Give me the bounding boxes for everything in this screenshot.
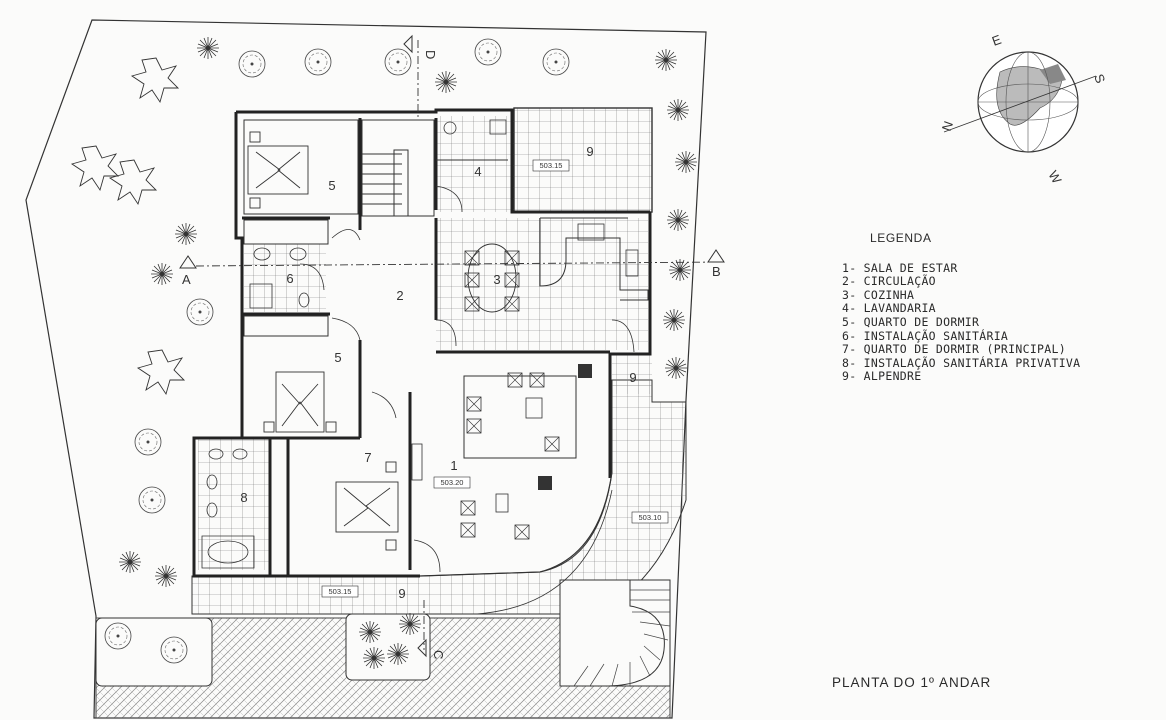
legend-item: 4- LAVANDARIA — [842, 301, 936, 316]
compass-globe — [943, 51, 1097, 153]
elevation-living: 503.20 — [441, 478, 464, 487]
room-label-9-top: 9 — [586, 144, 593, 159]
legend-item: 9- ALPENDRE — [842, 369, 922, 384]
room-label-8: 8 — [240, 490, 247, 505]
walls — [192, 108, 652, 578]
interior-lines — [243, 119, 649, 459]
compass-letter-s: S — [1091, 72, 1108, 86]
bathroom-fixtures — [201, 247, 310, 569]
room-label-5-top: 5 — [328, 178, 335, 193]
room-label-6: 6 — [286, 271, 293, 286]
legend-title: LEGENDA — [870, 231, 932, 245]
room-label-1: 1 — [450, 458, 457, 473]
bed-room-5-top — [247, 131, 309, 209]
elevation-tags — [321, 159, 669, 598]
garden-bed-left — [95, 617, 213, 687]
living-room-furniture — [411, 364, 592, 540]
elevation-porch-top: 503.15 — [540, 161, 563, 170]
legend: LEGENDA 1- SALA DE ESTAR 2- CIRCULAÇÃO 3… — [842, 231, 1081, 384]
compass-letter-w: W — [1045, 168, 1064, 187]
elevation-porch-bottom: 503.15 — [329, 587, 352, 596]
room-label-7: 7 — [364, 450, 371, 465]
legend-item: 5- QUARTO DE DORMIR — [842, 314, 980, 329]
legend-item: 3- COZINHA — [842, 287, 915, 302]
legend-item: 8- INSTALAÇÃO SANITÁRIA PRIVATIVA — [842, 355, 1081, 370]
bath-6-floor — [244, 244, 326, 312]
terrace-curve-outer — [475, 489, 613, 615]
section-markers — [179, 34, 725, 658]
legend-item: 2- CIRCULAÇÃO — [842, 274, 936, 289]
elevation-terrace: 503.10 — [639, 513, 662, 522]
laundry-floor — [436, 116, 514, 212]
cut-label-b: B — [712, 264, 721, 279]
compass-letter-n: N — [939, 119, 956, 133]
bath-8-floor — [198, 438, 270, 570]
plan-title: PLANTA DO 1º ANDAR — [832, 675, 992, 690]
cut-label-d: D — [423, 50, 438, 59]
room-label-9-bottom: 9 — [398, 586, 405, 601]
cut-label-c: C — [431, 650, 446, 659]
bed-room-5-middle — [263, 371, 337, 433]
legend-item: 6- INSTALAÇÃO SANITÁRIA — [842, 328, 1009, 343]
legend-item: 1- SALA DE ESTAR — [842, 260, 958, 275]
terrace-curve — [419, 471, 613, 577]
compass-letter-e: E — [990, 32, 1004, 49]
doors — [299, 185, 635, 573]
legend-item: 7- QUARTO DE DORMIR (PRINCIPAL) — [842, 342, 1066, 357]
room-label-9-side: 9 — [629, 370, 636, 385]
dining-table — [464, 243, 520, 313]
room-label-5-middle: 5 — [334, 350, 341, 365]
spiral-staircase — [559, 579, 671, 687]
room-label-2: 2 — [396, 288, 403, 303]
bed-room-7 — [335, 461, 399, 551]
section-cut-lines — [195, 40, 723, 650]
room-label-3: 3 — [493, 272, 500, 287]
porch-9-side — [612, 354, 652, 394]
room-label-4: 4 — [474, 164, 481, 179]
cut-label-a: A — [182, 272, 191, 287]
kitchen-floor — [436, 218, 648, 350]
laundry-fixtures — [443, 119, 639, 277]
